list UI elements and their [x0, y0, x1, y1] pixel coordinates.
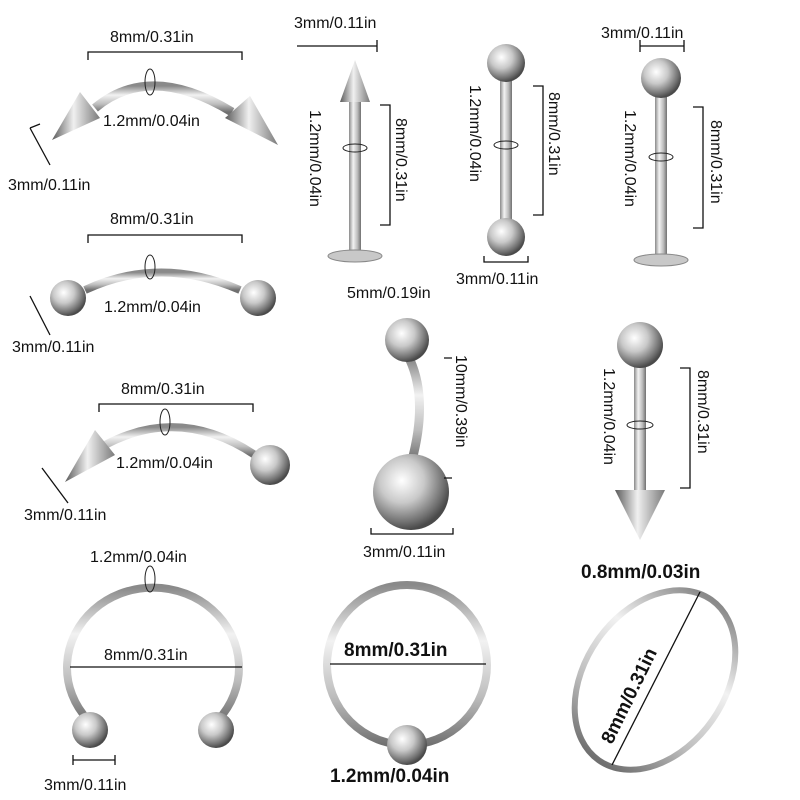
- spike-ball-curve-gauge-label: 1.2mm/0.04in: [116, 455, 213, 472]
- labret-ball-length-label: 8mm/0.31in: [707, 120, 724, 204]
- labret-spike-width-label: 3mm/0.11in: [294, 15, 376, 32]
- horseshoe-gauge-label: 1.2mm/0.04in: [90, 549, 187, 566]
- belly-ball-label: 5mm/0.19in: [347, 285, 431, 302]
- hoop-diameter-label: 8mm/0.31in: [598, 645, 662, 747]
- ball-labret: [633, 40, 704, 267]
- horseshoe-diameter-label: 8mm/0.31in: [104, 647, 188, 664]
- curve-length-label: 8mm/0.31in: [110, 29, 194, 46]
- barbell-ball-label: 3mm/0.11in: [456, 271, 538, 288]
- ball-spike-barbell: [615, 322, 691, 540]
- ball-curve-gauge-label: 1.2mm/0.04in: [104, 299, 201, 316]
- horseshoe-ring: [63, 565, 243, 765]
- seamless-hoop: [571, 587, 739, 773]
- labret-ball-gauge-label: 1.2mm/0.04in: [621, 110, 638, 207]
- ball-spike-gauge-label: 1.2mm/0.04in: [600, 368, 617, 465]
- spike-ball-curved-barbell: [41, 403, 290, 504]
- captive-ring-gauge-label: 1.2mm/0.04in: [330, 766, 449, 787]
- captive-bead-ring: [323, 581, 491, 765]
- barbell-gauge-label: 1.2mm/0.04in: [466, 85, 483, 182]
- labret-ball-width-label: 3mm/0.11in: [601, 25, 683, 42]
- belly-button-ring: [370, 318, 454, 535]
- belly-gem-label: 3mm/0.11in: [363, 544, 445, 561]
- hoop-gauge-label: 0.8mm/0.03in: [581, 562, 700, 583]
- straight-barbell: [483, 44, 544, 263]
- captive-ring-diameter-label: 8mm/0.31in: [344, 640, 448, 661]
- spike-curved-barbell: [29, 51, 278, 166]
- spike-labret: [297, 40, 391, 263]
- ball-spike-length-label: 8mm/0.31in: [694, 370, 711, 454]
- spike-ball-curve-end-label: 3mm/0.11in: [24, 507, 106, 524]
- labret-spike-length-label: 8mm/0.31in: [392, 118, 409, 202]
- ball-curve-length-label: 8mm/0.31in: [110, 211, 194, 228]
- belly-length-label: 10mm/0.39in: [452, 355, 469, 448]
- spike-ball-curve-length-label: 8mm/0.31in: [121, 381, 205, 398]
- curve-end-label: 3mm/0.11in: [8, 177, 90, 194]
- ball-curved-barbell: [29, 234, 276, 336]
- labret-spike-gauge-label: 1.2mm/0.04in: [306, 110, 323, 207]
- curve-gauge-label: 1.2mm/0.04in: [103, 113, 200, 130]
- barbell-length-label: 8mm/0.31in: [545, 92, 562, 176]
- ball-curve-end-label: 3mm/0.11in: [12, 339, 94, 356]
- horseshoe-ball-label: 3mm/0.11in: [44, 777, 126, 794]
